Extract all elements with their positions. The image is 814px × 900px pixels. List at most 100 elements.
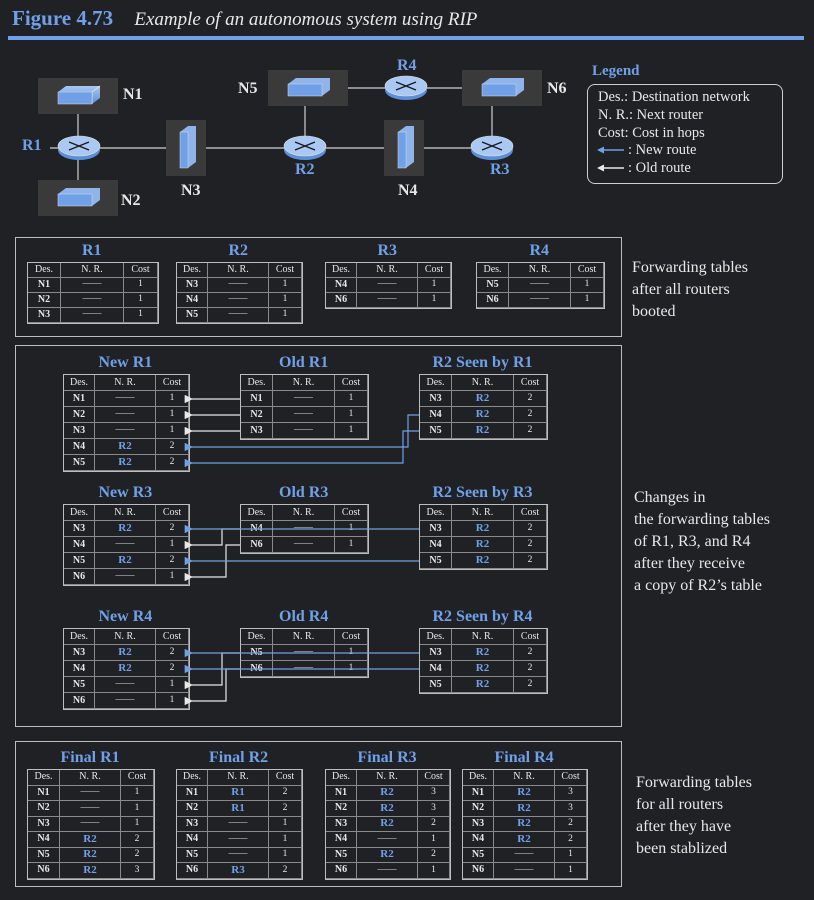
new-r1-header-col-nr: N. R. [95, 375, 156, 391]
new-r4-row-dest: N6 [64, 693, 95, 709]
final-final-r2-label: Final R2 [209, 749, 269, 766]
label-n6: N6 [547, 80, 567, 97]
new-r4-row-cost: 2 [156, 661, 189, 677]
booted-r1-row-dest: N3 [28, 308, 61, 323]
final-final-r4-row-next-router: —— [494, 863, 555, 879]
new-r4-row-dest: N4 [64, 661, 95, 677]
seen-r1-row-dest: N3 [420, 391, 452, 407]
new-r4-row-next-router: R2 [95, 645, 156, 661]
final-final-r4-row-cost: 1 [555, 863, 587, 879]
seen-r3-row-next-router: R2 [452, 553, 514, 569]
final-final-r2-header-col-nr: N. R. [208, 770, 269, 786]
final-final-r4-row-next-router: R2 [494, 785, 555, 801]
new-r1-row-next-router: —— [95, 391, 156, 407]
old-r3-label: Old R3 [279, 484, 329, 501]
seen-r4-row-dest: N5 [420, 677, 452, 693]
seen-r4-header-col-des: Des. [420, 629, 452, 645]
seen-r3-row-cost: 2 [514, 521, 547, 537]
booted-r1-row-dest: N1 [28, 278, 61, 293]
booted-r4-header-col-des: Des. [477, 263, 509, 278]
final-final-r1-row-dest: N3 [28, 816, 60, 832]
final-final-r4-row-cost: 2 [555, 816, 587, 832]
old-r4-row-dest: N6 [241, 661, 273, 677]
new-r1-header-col-des: Des. [64, 375, 95, 391]
booted-r2-label: R2 [228, 242, 249, 259]
booted-r2-row-cost: 1 [269, 308, 302, 323]
legend-title: Legend [592, 63, 640, 79]
final-final-r3-row-next-router: R2 [357, 785, 418, 801]
final-final-r2-row-next-router: —— [208, 847, 269, 863]
new-r1-row-dest: N4 [64, 439, 95, 455]
final-final-r3-row-next-router: —— [357, 832, 418, 848]
new-r3-label: New R3 [98, 484, 153, 501]
changes-tables-frame [15, 345, 622, 727]
new-r4-label: New R4 [98, 608, 153, 625]
old-r3-row-dest: N6 [241, 537, 273, 553]
final-final-r1-row-next-router: —— [60, 801, 121, 817]
new-r1-row-next-router: R2 [95, 439, 156, 455]
final-final-r1-row-cost: 2 [121, 832, 154, 848]
final-final-r3-header-col-cost: Cost [418, 770, 450, 786]
final-final-r1-row-cost: 2 [121, 847, 154, 863]
booted-r1-row-dest: N2 [28, 293, 61, 308]
booted-r4-row-next-router: —— [509, 278, 571, 293]
final-final-r4-row-dest: N4 [463, 832, 494, 848]
final-final-r3-row-next-router: R2 [357, 801, 418, 817]
booted-r3-row-next-router: —— [357, 293, 418, 308]
final-final-r4-row-next-router: R2 [494, 801, 555, 817]
old-r3-row-next-router: —— [273, 521, 335, 537]
final-final-r4-header-col-cost: Cost [555, 770, 587, 786]
booted-r2-header-col-des: Des. [177, 263, 208, 278]
booted-r3-row-cost: 1 [418, 278, 451, 293]
final-final-r2-row-cost: 1 [269, 847, 302, 863]
final-final-r3-row-dest: N3 [326, 816, 357, 832]
booted-r4-row-dest: N5 [477, 278, 509, 293]
booted-r2-row-next-router: —— [208, 278, 269, 293]
final-final-r2-row-cost: 2 [269, 801, 302, 817]
old-r1-row-next-router: —— [273, 407, 335, 423]
old-r3-row-next-router: —— [273, 537, 335, 553]
old-r4-header-col-cost: Cost [335, 629, 368, 645]
final-final-r2-row-dest: N6 [177, 863, 208, 879]
old-r4-row-dest: N5 [241, 645, 273, 661]
booted-r2-row-dest: N4 [177, 293, 208, 308]
booted-r1-header-col-cost: Cost [124, 263, 158, 278]
new-r3-row-next-router: —— [95, 569, 156, 585]
seen-r1-row-next-router: R2 [452, 423, 514, 439]
final-final-r3-row-next-router: —— [357, 863, 418, 879]
booted-r2-row-next-router: —— [208, 308, 269, 323]
final-final-r1-row-dest: N5 [28, 847, 60, 863]
new-r4-header-col-des: Des. [64, 629, 95, 645]
final-final-r4-row-dest: N5 [463, 847, 494, 863]
booted-r3-row-dest: N4 [326, 278, 357, 293]
final-final-r4-row-dest: N6 [463, 863, 494, 879]
old-route-arrow-icon [597, 164, 624, 172]
seen-r3-header-col-cost: Cost [514, 505, 547, 521]
booted-r2-row-cost: 1 [269, 293, 302, 308]
seen-r3-row-dest: N3 [420, 521, 452, 537]
final-final-r2-row-next-router: R3 [208, 863, 269, 879]
switch-n3-icon [179, 126, 196, 169]
seen-r3-row-dest: N5 [420, 553, 452, 569]
final-final-r4-header-col-des: Des. [463, 770, 494, 786]
label-n3: N3 [181, 182, 201, 199]
final-final-r4-row-cost: 2 [555, 832, 587, 848]
final-final-r4-row-next-router: R2 [494, 832, 555, 848]
final-final-r4-row-dest: N2 [463, 801, 494, 817]
legend-nr: N. R.: Next router [598, 107, 704, 123]
final-final-r2-row-cost: 2 [269, 863, 302, 879]
booted-r1-label: R1 [82, 242, 102, 259]
new-r3-row-next-router: R2 [95, 521, 156, 537]
hub-n5-icon [287, 78, 330, 97]
old-r3-row-cost: 1 [335, 521, 368, 537]
booted-r1-row-cost: 1 [124, 278, 158, 293]
old-r1-row-cost: 1 [335, 407, 368, 423]
figure-caption: Example of an autonomous system using RI… [134, 9, 478, 30]
final-final-r1-row-cost: 3 [121, 863, 154, 879]
booted-r2-row-cost: 1 [269, 278, 302, 293]
booted-r3-row-dest: N6 [326, 293, 357, 308]
final-final-r2-row-cost: 1 [269, 832, 302, 848]
final-final-r3-row-dest: N4 [326, 832, 357, 848]
